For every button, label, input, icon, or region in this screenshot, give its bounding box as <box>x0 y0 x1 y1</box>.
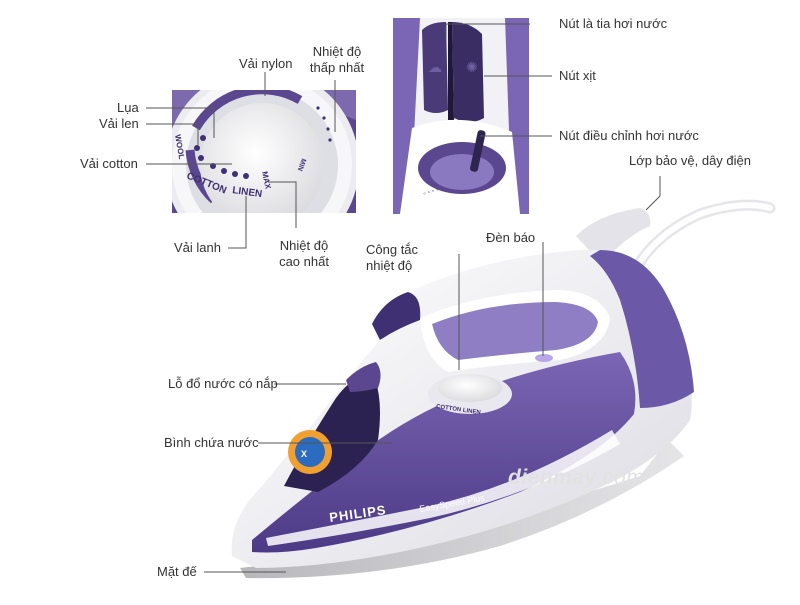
cord-guard <box>576 208 651 264</box>
dial-closeup-inset: COTTON LINEN MAX MIN WOOL <box>172 90 356 213</box>
label-den-bao: Đèn báo <box>486 230 536 245</box>
dial-linen-text: LINEN <box>232 185 263 200</box>
dial-max-text: MAX <box>260 171 273 191</box>
label-vai-lanh: Vải lanh <box>174 240 221 255</box>
label-nut-dieu-chinh-hoi-nuoc: Nút điều chỉnh hơi nước <box>559 128 699 143</box>
label-nut-la-tia-hoi-nuoc: Nút là tia hơi nước <box>559 16 668 31</box>
watermark-main: dienmay <box>508 466 597 489</box>
label-cong-tac-nhiet-do-line2: nhiệt độ <box>366 258 413 273</box>
label-lua: Lụa <box>117 100 139 115</box>
label-nut-xit: Nút xịt <box>559 68 596 83</box>
label-nhiet-do-thap-nhat-line1: Nhiệt độ <box>312 44 362 59</box>
dial-wool-text: WOOL <box>173 134 186 160</box>
label-nhiet-do-cao-nhat: Nhiệt độ cao nhất <box>272 238 336 270</box>
fill-hole-cap <box>346 362 381 392</box>
leader-lines <box>146 23 661 573</box>
label-vai-len: Vải len <box>99 116 139 131</box>
watermark: dienmay.com <box>508 466 644 490</box>
label-nhiet-do-thap-nhat-line2: thấp nhất <box>309 60 365 75</box>
leader-lop-bao-ve <box>645 176 661 211</box>
label-mat-de: Mặt đế <box>157 564 197 579</box>
leader-nhiet-do-cao-nhat <box>268 181 297 228</box>
label-nhiet-do-thap-nhat: Nhiệt độ thấp nhất <box>305 44 369 76</box>
label-lo-do-nuoc-co-nap: Lỗ đổ nước có nắp <box>168 376 278 391</box>
label-cong-tac-nhiet-do-line1: Công tắc <box>366 242 419 257</box>
handle-closeup-inset: ☁ ✺ ◦ ◦ ◦ ◦ <box>393 18 529 214</box>
steam-icon: ☁ <box>428 60 442 76</box>
label-vai-cotton: Vải cotton <box>80 156 138 171</box>
label-lop-bao-ve-day-dien: Lớp bảo vệ, dây điện <box>629 153 752 168</box>
leader-vai-len <box>146 123 199 146</box>
leader-vai-lanh <box>228 196 247 249</box>
label-cong-tac-nhiet-do: Công tắc nhiệt độ <box>366 242 418 274</box>
watermark-suffix: .com <box>596 466 645 489</box>
indicator-light <box>535 354 553 362</box>
iron-illustration: X COTTON LINEN PHILIPS EasySpeed Plus <box>231 199 776 579</box>
label-nhiet-do-cao-nhat-line2: cao nhất <box>279 254 329 269</box>
temperature-dial: COTTON LINEN <box>428 374 512 416</box>
leader-nut-la-tia-hoi-nuoc <box>445 23 530 40</box>
steam-setting-marks: ◦ ◦ ◦ ◦ <box>422 186 439 198</box>
label-binh-chua-nuoc: Bình chứa nước <box>164 435 259 450</box>
svg-text:X: X <box>301 449 307 459</box>
dial-min-text: MIN <box>296 157 307 171</box>
leader-lua <box>146 107 215 138</box>
label-nhiet-do-cao-nhat-line1: Nhiệt độ <box>279 238 329 253</box>
label-vai-nylon: Vải nylon <box>239 56 293 71</box>
spray-icon: ✺ <box>466 60 478 76</box>
